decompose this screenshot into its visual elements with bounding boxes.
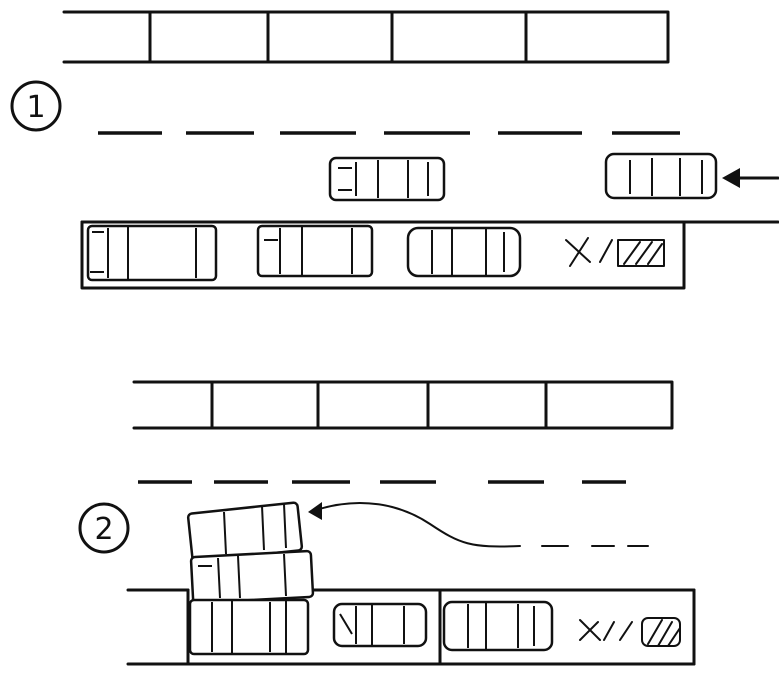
panel-1-parked-car-1 bbox=[88, 226, 216, 280]
panel-2-top-parking-row bbox=[134, 382, 672, 428]
panel-2-parked-car-1 bbox=[190, 600, 308, 654]
svg-text:2: 2 bbox=[94, 512, 113, 547]
panel-2-stacked-car-middle bbox=[191, 551, 313, 603]
panel-1-direction-arrow bbox=[722, 168, 778, 188]
panel-1-no-parking-mark bbox=[566, 238, 664, 266]
panel-1-parked-car-3 bbox=[408, 228, 520, 276]
panel-1-parked-car-2 bbox=[258, 226, 372, 276]
panel-2-number-label: 2 bbox=[80, 504, 128, 552]
svg-text:1: 1 bbox=[26, 90, 45, 125]
panel-1-number-label: 1 bbox=[12, 82, 60, 130]
panel-1: 1 bbox=[12, 12, 778, 288]
panel-1-approaching-car bbox=[606, 154, 716, 198]
panel-2-parked-car-2 bbox=[334, 604, 426, 646]
panel-2-parked-car-3 bbox=[444, 602, 552, 650]
panel-1-top-parking-row bbox=[64, 12, 668, 62]
panel-2-path-arrow bbox=[308, 502, 648, 546]
panel-2: 2 bbox=[80, 382, 694, 664]
panel-2-no-parking-mark bbox=[580, 618, 680, 646]
panel-1-driving-car bbox=[330, 158, 444, 200]
